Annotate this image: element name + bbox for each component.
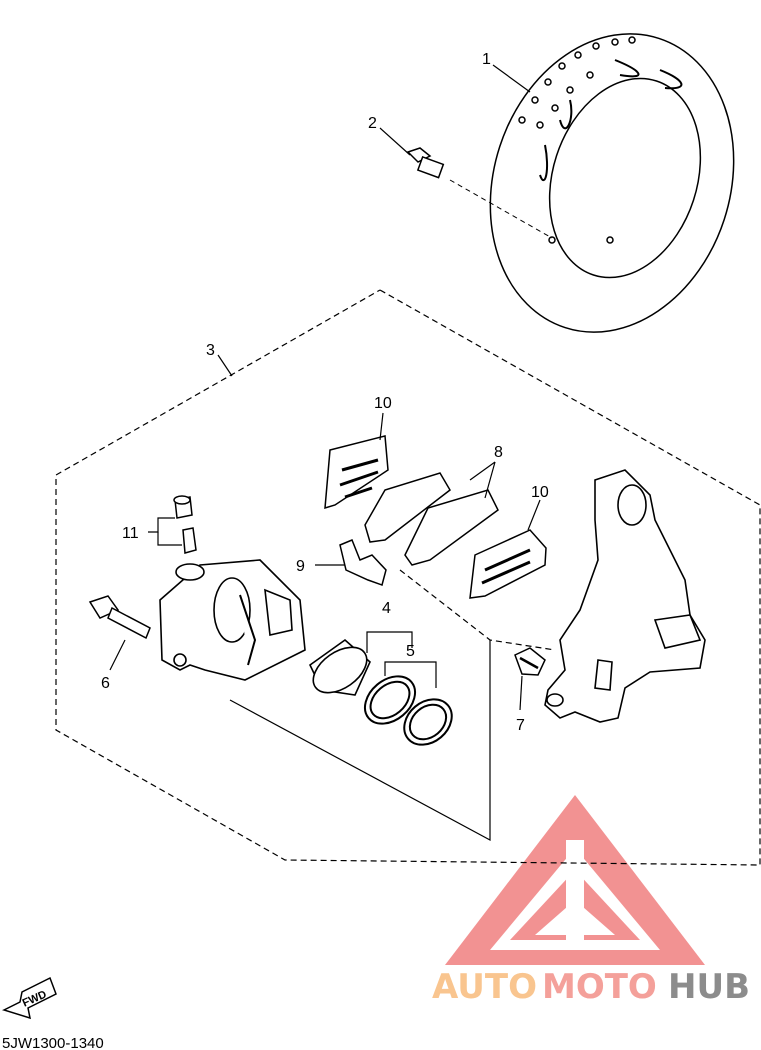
caliper-boot xyxy=(514,647,546,676)
bracket-link-line xyxy=(399,569,556,651)
callout-5: 5 xyxy=(406,643,415,660)
callout-8: 8 xyxy=(494,444,503,461)
callout-3: 3 xyxy=(206,342,215,359)
disc-bolt-guide xyxy=(449,179,553,239)
callout-9: 9 xyxy=(296,558,305,575)
callout-10-lower: 10 xyxy=(531,484,549,501)
leader-lines xyxy=(109,64,541,711)
pad-spring-upper xyxy=(324,435,389,510)
watermark-hub: HUB xyxy=(668,967,750,1007)
brake-disc xyxy=(489,33,735,333)
watermark-auto: AUTO xyxy=(432,967,537,1007)
callout-10-upper: 10 xyxy=(374,395,392,412)
assembly-boundary xyxy=(55,289,761,866)
pad-spring-lower xyxy=(469,529,547,599)
disc-bolt xyxy=(406,147,445,179)
part-code: 5JW1300-1340 xyxy=(2,1035,104,1050)
callout-11: 11 xyxy=(122,525,139,542)
bleed-screw-and-cap xyxy=(173,495,197,554)
fwd-arrow-icon: FWD xyxy=(1,976,57,1020)
callout-4: 4 xyxy=(382,600,391,617)
watermark-text: AUTO MOTO HUB xyxy=(432,967,750,1007)
pad-support xyxy=(339,539,387,586)
watermark-moto: MOTO xyxy=(542,967,657,1007)
caliper-piston xyxy=(308,638,371,696)
callout-7: 7 xyxy=(516,717,525,734)
callout-1: 1 xyxy=(482,51,491,68)
caliper-body xyxy=(159,559,306,681)
callout-6: 6 xyxy=(101,675,110,692)
callout-2: 2 xyxy=(368,115,377,132)
piston-seals xyxy=(363,675,453,746)
callout-labels: 1 2 3 10 8 11 9 10 4 5 6 7 xyxy=(101,51,549,734)
caliper-pin-bolt xyxy=(88,595,151,640)
brake-pads xyxy=(364,472,499,566)
caliper-sub-boundary xyxy=(229,640,491,842)
caliper-bracket xyxy=(544,469,706,723)
watermark-logo xyxy=(445,795,705,965)
